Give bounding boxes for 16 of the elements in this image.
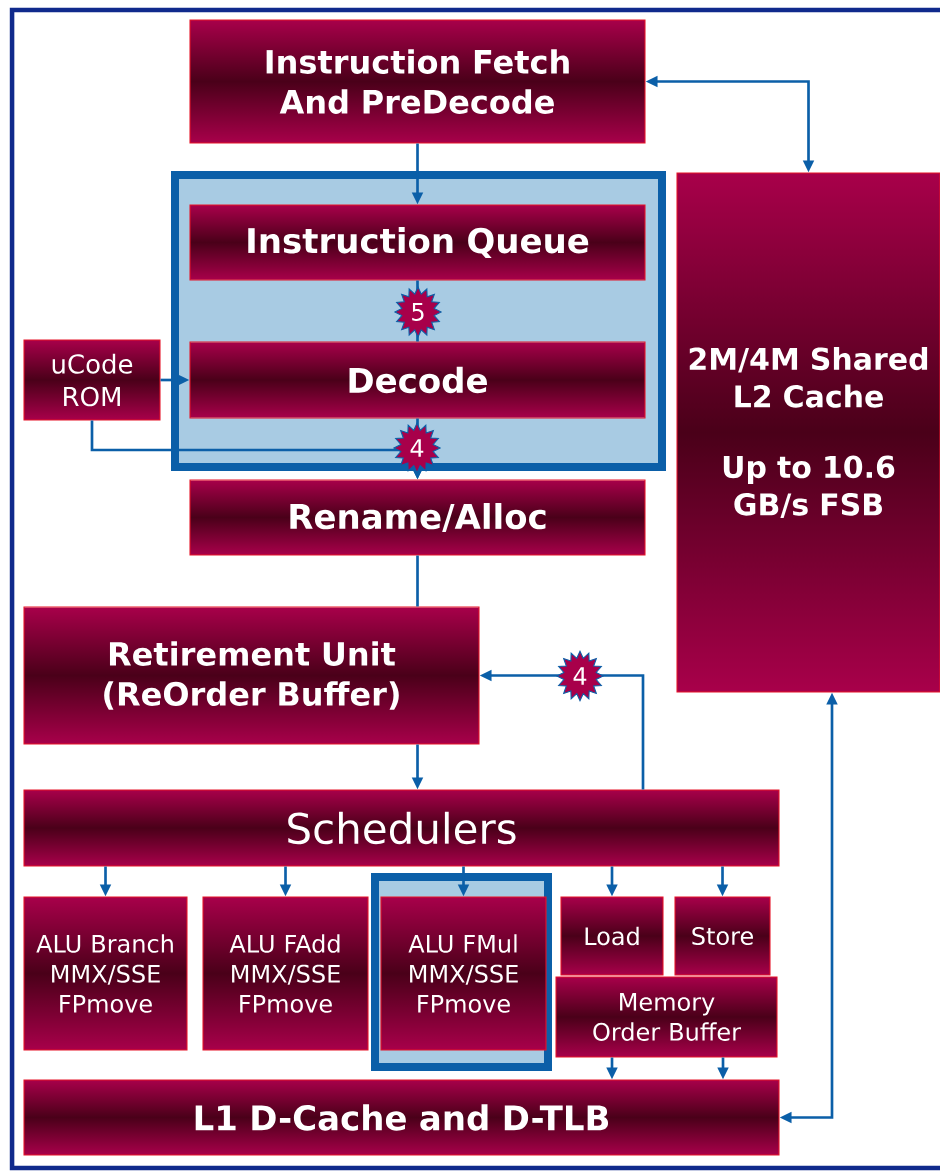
unit-box: ALU FMul MMX/SSE FPmove: [380, 896, 547, 1051]
unit-box: ALU Branch MMX/SSE FPmove: [23, 896, 188, 1051]
starburst-label: 4: [555, 650, 605, 702]
unit-box: L1 D-Cache and D-TLB: [23, 1079, 780, 1156]
unit-box: 2M/4M Shared L2 Cache Up to 10.6 GB/s FSB: [676, 172, 940, 693]
unit-box: Rename/Alloc: [189, 479, 646, 556]
starburst-label: 4: [392, 422, 442, 474]
unit-box: Load: [560, 896, 664, 976]
unit-box: Retirement Unit (ReOrder Buffer): [23, 606, 480, 745]
unit-box: Schedulers: [23, 789, 780, 867]
unit-box: uCode ROM: [23, 339, 161, 421]
unit-box: Instruction Queue: [189, 204, 646, 281]
unit-box: Store: [674, 896, 771, 976]
unit-box: Decode: [189, 341, 646, 419]
unit-box: Instruction Fetch And PreDecode: [189, 19, 646, 144]
unit-box: ALU FAdd MMX/SSE FPmove: [202, 896, 369, 1051]
